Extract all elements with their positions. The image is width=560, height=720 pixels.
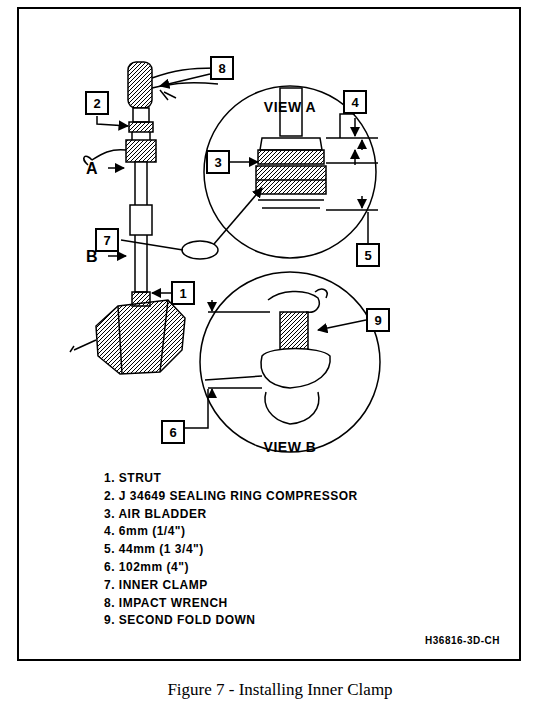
callout-number: 5	[364, 249, 371, 262]
callout-box: 7	[95, 228, 119, 252]
view-b-detail	[185, 272, 380, 452]
figure-caption: Figure 7 - Installing Inner Clamp	[167, 680, 392, 700]
callout-box: 8	[210, 56, 234, 80]
leader-lines	[97, 74, 368, 330]
callout-number: 7	[103, 234, 110, 247]
view-letter: A	[86, 161, 98, 177]
view-a-detail	[121, 86, 378, 259]
parts-list-item: 6. 102mm (4")	[104, 561, 189, 573]
callout-box: 1	[171, 281, 195, 305]
callout-number: 9	[374, 314, 381, 327]
parts-list-item: 2. J 34649 SEALING RING COMPRESSOR	[104, 490, 358, 502]
strut-assembly	[70, 62, 218, 374]
callout-box: 3	[206, 150, 230, 174]
view-title: VIEW A	[264, 100, 316, 114]
parts-list-item: 8. IMPACT WRENCH	[104, 597, 228, 609]
callout-box: 6	[161, 420, 185, 444]
view-title: VIEW B	[264, 440, 317, 454]
callout-box: 2	[85, 91, 109, 115]
parts-list-item: 4. 6mm (1/4")	[104, 525, 186, 537]
parts-list-item: 3. AIR BLADDER	[104, 508, 207, 520]
callout-box: 9	[366, 308, 390, 332]
parts-list-item: 1. STRUT	[104, 472, 161, 484]
callout-number: 3	[214, 156, 221, 169]
callout-number: 8	[218, 62, 225, 75]
frame	[18, 8, 520, 660]
parts-list-item: 5. 44mm (1 3/4")	[104, 543, 204, 555]
callout-box: 5	[356, 243, 380, 267]
callout-number: 4	[351, 96, 358, 109]
figure-code: H36816-3D-CH	[425, 636, 500, 646]
callout-number: 1	[179, 287, 186, 300]
callout-number: 2	[93, 97, 100, 110]
parts-list-item: 7. INNER CLAMP	[104, 579, 208, 591]
parts-list-item: 9. SECOND FOLD DOWN	[104, 614, 256, 626]
view-letter: B	[86, 249, 98, 265]
callout-number: 6	[169, 426, 176, 439]
callout-box: 4	[343, 90, 367, 114]
